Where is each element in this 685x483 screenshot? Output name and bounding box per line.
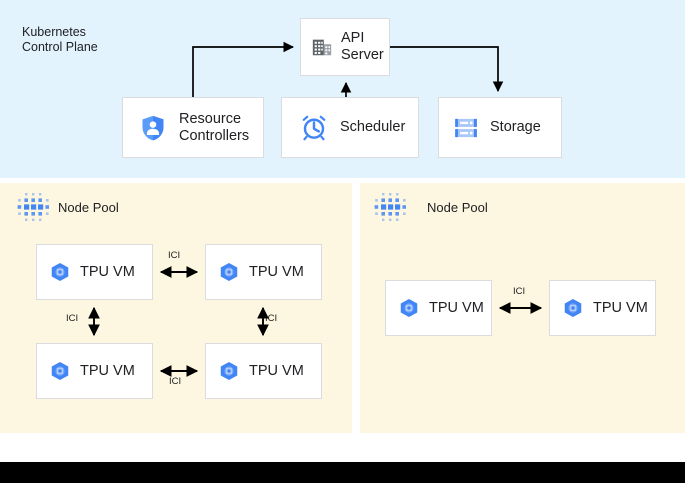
ici-link-label: ICI	[265, 313, 278, 324]
alarm-clock-icon	[300, 114, 328, 142]
api-server-box[interactable]: API Server	[300, 18, 390, 76]
building-icon	[311, 36, 333, 58]
tpu-hexagon-icon	[398, 297, 420, 319]
ici-link-label: ICI	[168, 250, 181, 261]
scheduler-label: Scheduler	[340, 119, 406, 135]
control-plane-title: Kubernetes Control Plane	[22, 25, 98, 54]
ici-link-label: ICI	[66, 313, 79, 324]
tpu-vm-label: TPU VM	[593, 300, 648, 316]
ici-link-label: ICI	[513, 286, 526, 297]
tpu-hexagon-icon	[562, 297, 584, 319]
tpu-vm-box[interactable]: TPU VM	[36, 244, 153, 300]
dot-grid-icon	[15, 192, 53, 231]
resource-controllers-box[interactable]: Resource Controllers	[122, 97, 264, 158]
api-server-label: API Server	[341, 30, 384, 63]
tpu-hexagon-icon	[49, 261, 71, 283]
scheduler-box[interactable]: Scheduler	[281, 97, 419, 158]
node-pool-title-left: Node Pool	[58, 200, 119, 215]
tpu-vm-label: TPU VM	[429, 300, 484, 316]
ici-link-label: ICI	[169, 376, 182, 387]
tpu-vm-box[interactable]: TPU VM	[36, 343, 153, 399]
tpu-hexagon-icon	[218, 261, 240, 283]
tpu-vm-label: TPU VM	[80, 264, 135, 280]
tpu-vm-box[interactable]: TPU VM	[549, 280, 656, 336]
node-pool-title-right: Node Pool	[427, 200, 488, 215]
tpu-hexagon-icon	[218, 360, 240, 382]
tpu-vm-box[interactable]: TPU VM	[385, 280, 492, 336]
resource-controllers-label: Resource Controllers	[179, 110, 250, 144]
shield-user-icon	[139, 114, 167, 142]
tpu-vm-label: TPU VM	[80, 363, 135, 379]
tpu-vm-label: TPU VM	[249, 363, 304, 379]
storage-box[interactable]: Storage	[438, 97, 562, 158]
bottom-bar	[0, 462, 685, 483]
dot-grid-icon	[372, 192, 410, 231]
tpu-vm-box[interactable]: TPU VM	[205, 244, 322, 300]
server-rack-icon	[453, 115, 479, 141]
storage-label: Storage	[490, 119, 541, 135]
tpu-vm-label: TPU VM	[249, 264, 304, 280]
tpu-hexagon-icon	[49, 360, 71, 382]
tpu-vm-box[interactable]: TPU VM	[205, 343, 322, 399]
